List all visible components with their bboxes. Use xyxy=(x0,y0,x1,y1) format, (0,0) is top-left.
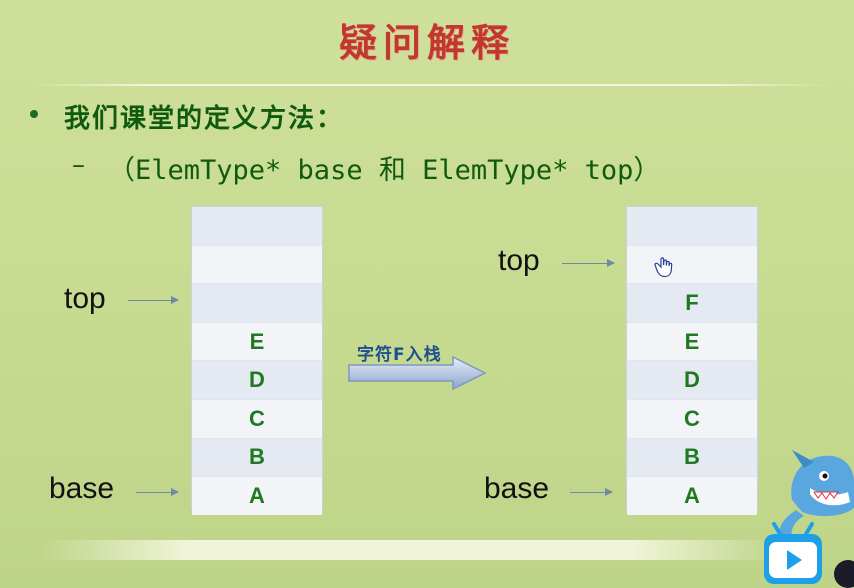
stack-cell xyxy=(192,207,322,246)
stack-cell: B xyxy=(192,438,322,478)
stack-cell xyxy=(627,245,757,285)
left-top-label: top xyxy=(64,282,106,315)
push-label: 字符F入栈 xyxy=(357,345,442,365)
stack-before: E D C B A xyxy=(191,206,323,515)
stack-cell: C xyxy=(192,399,322,439)
stack-cell xyxy=(192,284,322,323)
stack-cell: D xyxy=(192,361,322,400)
right-top-label: top xyxy=(498,244,540,277)
left-base-label: base xyxy=(49,472,115,505)
left-base-arrow xyxy=(136,488,179,496)
sub-bullet-dash: – xyxy=(72,150,85,180)
sub-bullet-text: （ElemType* base 和 ElemType* top） xyxy=(108,155,661,186)
title-divider xyxy=(30,84,830,86)
bottom-highlight-bar xyxy=(40,540,780,560)
right-top-arrow xyxy=(562,259,615,267)
slide-title: 疑问解释 xyxy=(338,20,515,65)
stack-cell: D xyxy=(627,361,757,400)
stack-cell xyxy=(627,207,757,246)
stack-cell: A xyxy=(192,477,322,515)
hand-cursor-icon xyxy=(654,257,673,278)
stack-cell xyxy=(192,245,322,285)
left-top-arrow xyxy=(128,296,179,304)
stack-cell: C xyxy=(627,399,757,439)
right-base-arrow xyxy=(570,488,613,496)
stack-cell: B xyxy=(627,438,757,478)
stack-cell: E xyxy=(192,322,322,362)
bullet-icon xyxy=(30,110,38,118)
stack-cell: A xyxy=(627,477,757,515)
right-base-label: base xyxy=(484,472,550,505)
stack-cell: E xyxy=(627,322,757,362)
bullet-text: 我们课堂的定义方法： xyxy=(64,104,345,134)
shark-mascot-icon xyxy=(764,450,854,588)
stack-after: F E D C B A xyxy=(626,206,758,515)
stack-cell: F xyxy=(627,284,757,323)
push-arrow-icon xyxy=(348,356,487,390)
